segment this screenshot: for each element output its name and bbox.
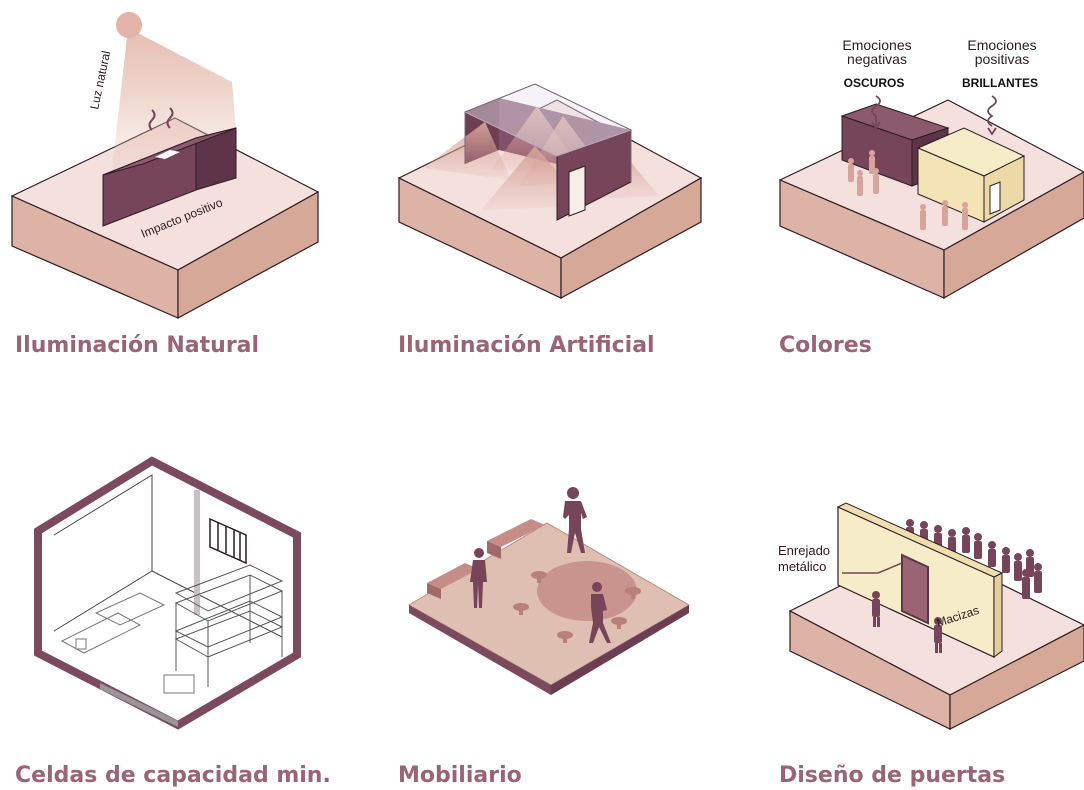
- natural-light-diagram: Luz natural Impacto positivo: [10, 12, 320, 320]
- bench-icon: [487, 541, 501, 559]
- people-group: [848, 150, 968, 230]
- lattice-label-line2: metálico: [778, 559, 826, 574]
- arrow-down-icon: [987, 95, 997, 136]
- panel-title: Diseño de puertas: [779, 763, 1006, 788]
- panel-artificial-light: Iluminación Artificial: [361, 0, 722, 395]
- bench-icon: [427, 583, 441, 599]
- stool-icon: [513, 571, 641, 643]
- bright-colors-label: BRILLANTES: [962, 76, 1038, 90]
- arrow-down-icon: [871, 95, 881, 130]
- bench-icon: [427, 563, 479, 589]
- panel-colors: Emociones negativas OSCUROS Emociones po…: [722, 0, 1084, 395]
- solid-wall-top: [836, 502, 1004, 578]
- dark-colors-label: OSCUROS: [844, 76, 905, 90]
- person-icon: [470, 548, 487, 608]
- lattice-pointer: [842, 562, 903, 574]
- person-icon: [589, 582, 611, 643]
- panel-title: Mobiliario: [398, 763, 522, 788]
- person-icon: [872, 591, 942, 653]
- window-bars-icon: [209, 517, 247, 565]
- cell-outer-wall: [34, 456, 301, 730]
- crowd-group: [906, 519, 1042, 599]
- skylight: [155, 150, 180, 159]
- panel-doors: Enrejado metálico Macizas Diseño de puer…: [722, 395, 1084, 790]
- panel-cells: Celdas de capacidad min.: [0, 395, 361, 790]
- panel-natural-light: Luz natural Impacto positivo Iluminación…: [0, 0, 361, 395]
- negative-label-line1: Emociones: [842, 37, 911, 53]
- artificial-light-diagram: [397, 83, 703, 300]
- lattice-label-line1: Enrejado: [778, 543, 830, 558]
- furniture-diagram: [408, 487, 690, 695]
- floor-strip: [100, 683, 178, 727]
- solid-wall-side: [993, 572, 1003, 658]
- person-icon: [563, 487, 587, 553]
- doors-diagram: Enrejado metálico Macizas: [778, 502, 1084, 730]
- panel-title: Iluminación Natural: [15, 333, 260, 358]
- cell-inner-edge: [53, 474, 153, 571]
- platform-right-side: [551, 605, 689, 695]
- roof-frame: [464, 83, 632, 182]
- panel-title: Iluminación Artificial: [398, 333, 655, 358]
- toilet-sink-area: [60, 592, 195, 694]
- platform-left-side: [409, 605, 551, 695]
- light-beam: [110, 28, 236, 188]
- heat-wave-icon: [148, 107, 174, 131]
- sun-icon: [116, 12, 142, 38]
- wall-pillar: [194, 490, 200, 615]
- panel-title: Celdas de capacidad min.: [15, 763, 331, 788]
- door-icon: [568, 165, 586, 217]
- negative-label-line2: negativas: [847, 51, 907, 67]
- panel-title: Colores: [779, 333, 872, 358]
- colors-diagram: Emociones negativas OSCUROS Emociones po…: [778, 37, 1084, 300]
- panel-furniture: Mobiliario: [361, 395, 722, 790]
- positive-label-line2: positivas: [975, 51, 1029, 67]
- cell-diagram: [34, 456, 301, 730]
- base-right-side: [949, 624, 1084, 730]
- door-icon: [989, 181, 1001, 215]
- round-table-icon: [537, 561, 637, 621]
- base-right-side: [177, 190, 319, 320]
- light-cone: [423, 122, 511, 180]
- positive-label-line1: Emociones: [967, 37, 1036, 53]
- lattice-door-icon: [901, 553, 929, 625]
- cell-corner: [53, 570, 153, 632]
- window-bars: [217, 523, 241, 560]
- light-label: Luz natural: [87, 50, 113, 111]
- bunk-bed-icon: [174, 564, 284, 687]
- base-right-side: [943, 171, 1084, 300]
- base-right-side: [560, 176, 702, 300]
- bench-icon: [487, 519, 545, 547]
